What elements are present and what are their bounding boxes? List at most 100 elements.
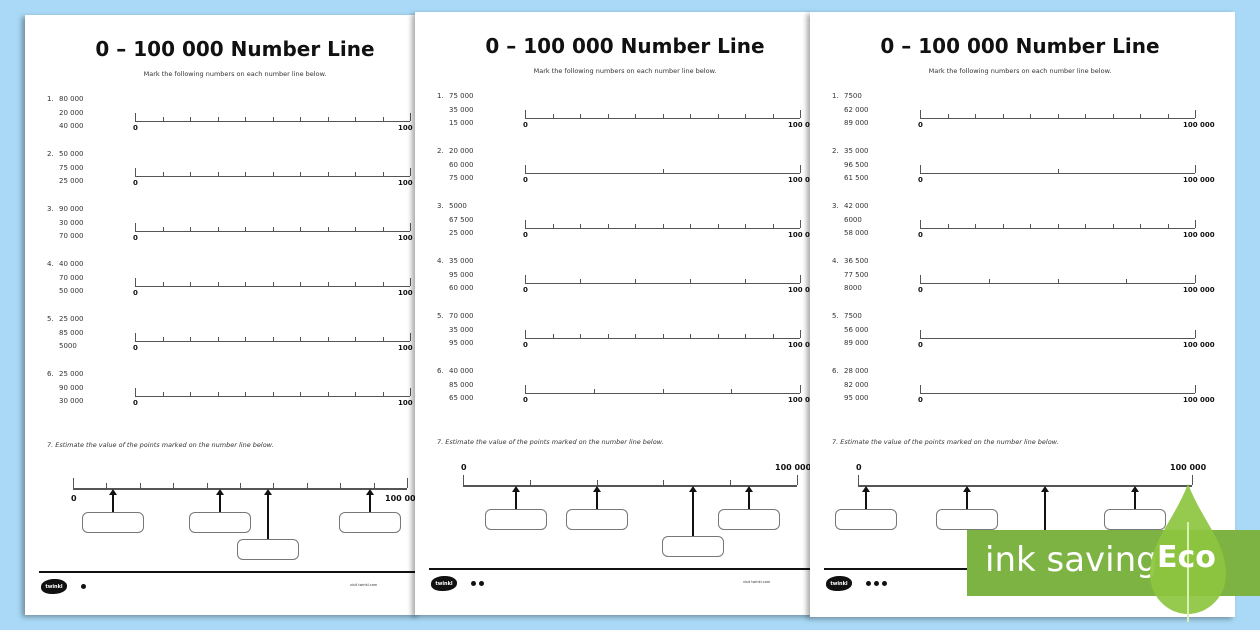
pointer-arrow [267,494,270,539]
estimate-line-tick [663,480,665,485]
number-line-start-label: 0 [918,176,923,184]
number-line-end-label: 100 000 [788,341,813,349]
number-to-mark: 89 000 [844,119,869,127]
number-line-end-label: 100 000 [1183,396,1215,404]
number-line-tick [190,392,191,396]
number-to-mark: 28 000 [844,367,869,375]
question-number: 1. [832,92,839,100]
answer-box[interactable] [935,509,998,530]
number-line-tick [245,227,246,231]
number-line [525,118,800,119]
number-to-mark: 35 000 [449,105,474,114]
answer-box[interactable] [485,509,548,530]
number-line-tick [635,334,636,338]
answer-box[interactable] [1104,509,1167,530]
number-line-tick [1057,224,1059,228]
number-line-tick [272,227,274,231]
estimate-line-tick [306,483,308,488]
number-to-mark: 85 000 [449,380,474,389]
answer-box[interactable] [662,536,725,557]
number-line-tick [690,224,691,228]
number-line-end-label: 100 000 [1183,286,1215,294]
number-line-tick [355,337,356,341]
question-number: 1. [437,92,444,100]
number-line-tick [800,385,801,393]
estimate-end-label: 100 000 [385,494,420,503]
number-line-tick [635,279,636,283]
number-line-end-label: 100 000 [1183,176,1215,184]
number-line-tick [525,275,526,283]
number-line-start-label: 0 [133,179,138,187]
number-line-tick [355,392,356,396]
answer-box[interactable] [82,512,145,533]
arrow-up-icon [862,486,871,492]
number-to-mark: 35 000 [449,257,474,265]
number-line-tick [800,330,801,338]
number-line-start-label: 0 [523,121,528,129]
number-to-mark: 7500 [844,92,862,100]
answer-box[interactable] [835,509,898,530]
number-line-tick [1195,330,1196,338]
answer-box[interactable] [188,512,251,533]
number-to-mark: 25 000 [59,177,84,185]
number-line-tick [745,279,746,283]
number-line-tick [1195,110,1196,118]
number-line-tick [217,227,219,231]
number-line-tick [975,114,976,118]
number-line-tick [772,334,774,338]
estimate-prompt: 7. Estimate the value of the points mark… [832,438,1059,446]
number-line-tick [190,282,191,286]
pointer-arrow [965,491,968,509]
number-line-end-label: 100 000 [788,231,813,239]
number-line-end-label: 100 000 [1183,341,1215,349]
answer-box[interactable] [237,539,300,560]
number-line [525,228,800,229]
question-number: 4. [832,257,839,265]
answer-box[interactable] [565,509,628,530]
pointer-arrow [1134,491,1137,509]
question-number: 6. [47,370,54,378]
number-to-mark: 96 500 [844,160,869,169]
number-to-mark: 50 000 [59,150,84,158]
answer-box[interactable] [717,509,780,530]
number-line-tick [135,388,136,396]
question-number: 2. [832,147,839,155]
number-line-tick [190,172,191,176]
question-number: 5. [832,312,839,320]
number-line-end-label: 100 000 [398,234,420,242]
number-to-mark: 25 000 [59,370,84,378]
number-line-tick [731,389,733,393]
number-line-tick [162,227,164,231]
estimate-start-label: 0 [71,494,77,503]
estimate-line-tick [106,483,108,488]
number-to-mark: 67 500 [449,215,474,224]
number-to-mark: 90 000 [59,205,84,213]
question-number: 4. [437,257,444,265]
number-to-mark: 56 000 [844,325,869,334]
number-line-tick [662,334,664,338]
question-number: 4. [47,260,54,268]
number-line-tick [552,334,554,338]
number-line-tick [920,165,921,173]
number-line-tick [1085,114,1086,118]
number-line-tick [690,334,691,338]
number-line-tick [580,279,581,283]
estimate-line-tick [240,483,241,488]
number-line [920,393,1195,394]
number-line-tick [1167,224,1169,228]
difficulty-dot [874,581,879,586]
number-to-mark: 62 000 [844,105,869,114]
number-line-tick [745,114,746,118]
twinkl-logo: twinkl [41,579,67,594]
number-line-tick [717,334,719,338]
number-line-tick [920,275,921,283]
page-instructions: Mark the following numbers on each numbe… [928,67,1112,75]
number-line-tick [382,227,384,231]
number-line-tick [135,333,136,341]
estimate-line-tick [273,483,275,488]
arrow-up-icon [689,486,698,492]
page-title: 0 – 100 000 Number Line [485,34,765,58]
number-to-mark: 50 000 [59,287,84,295]
answer-box[interactable] [339,512,402,533]
